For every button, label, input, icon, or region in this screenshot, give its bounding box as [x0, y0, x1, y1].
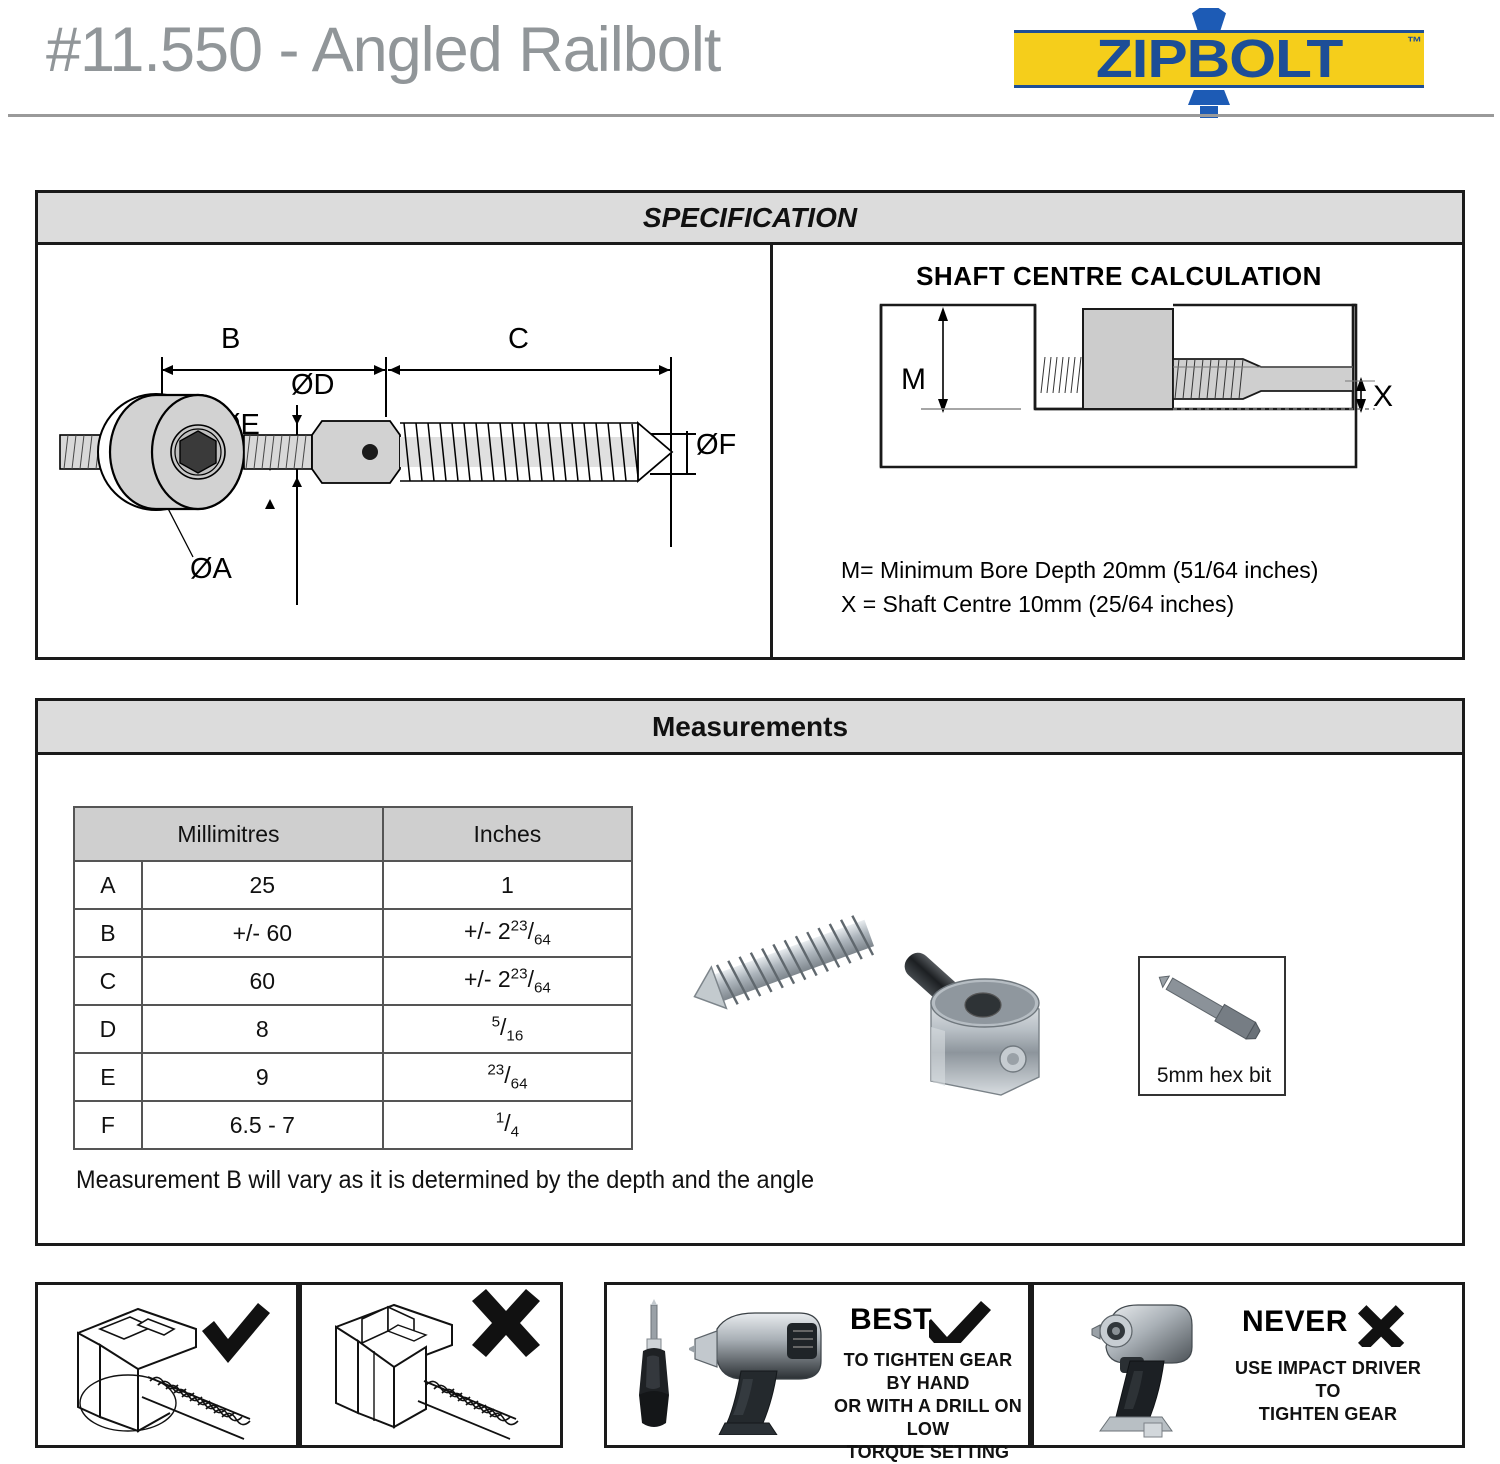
dim-line-b [161, 369, 385, 371]
shaft-note-m: M= Minimum Bore Depth 20mm (51/64 inches… [841, 557, 1319, 583]
cell-inches: 23/64 [381, 1052, 634, 1102]
ext-line-b-right [385, 357, 387, 417]
measurements-header: Measurements [38, 701, 1462, 755]
ext-line-f [686, 431, 688, 475]
row-label: E [73, 1052, 143, 1102]
logo-band [1014, 30, 1424, 88]
bolt-head-bottom-icon [1188, 90, 1230, 105]
shaft-centre-diagram [879, 303, 1375, 469]
cell-millimitres: 8 [140, 1004, 384, 1054]
cell-millimitres: 9 [140, 1052, 384, 1102]
best-caption: TO TIGHTEN GEAR BY HAND OR WITH A DRILL … [834, 1350, 1022, 1463]
row-label: B [73, 908, 143, 958]
page-title: #11.550 - Angled Railbolt [46, 15, 721, 85]
cross-icon [1358, 1305, 1405, 1347]
dimension-label-b: B [221, 323, 241, 355]
best-word: BEST [850, 1303, 933, 1336]
row-label: C [73, 956, 143, 1006]
column-header-millimitres: Millimitres [73, 806, 384, 862]
barrel-nut-wrong-illustration [335, 1289, 540, 1440]
product-photo [693, 915, 1040, 1096]
zipbolt-logo: ZIPBOLT ™ [1014, 8, 1424, 118]
dimension-label-a: ØA [190, 553, 232, 585]
specification-panel: SPECIFICATION B C ØD ØE ØA ØF [35, 190, 1465, 660]
measurements-heading-label: Measurements [651, 710, 849, 742]
cell-inches: 1 [381, 860, 634, 910]
header-divider [8, 114, 1494, 117]
specification-divider [770, 245, 773, 657]
bolt-geometry [59, 393, 674, 511]
screwdriver-icon [639, 1299, 669, 1427]
hex-bit-label: 5mm hex bit [1156, 1064, 1272, 1087]
cell-inches: 1/4 [381, 1100, 634, 1150]
cell-inches: 5/16 [381, 1004, 634, 1054]
specification-heading-label: SPECIFICATION [642, 201, 858, 233]
hex-bit-box: 5mm hex bit [1138, 956, 1286, 1096]
shaft-label-m: M [901, 363, 926, 396]
ext-line-d [296, 405, 298, 605]
ref-line-f-bottom [650, 473, 696, 475]
row-label: D [73, 1004, 143, 1054]
impact-driver-icon [1091, 1304, 1193, 1438]
table-row: B+/- 60+/- 223/64 [73, 908, 634, 958]
dimension-label-d: ØD [291, 369, 335, 401]
page-header: #11.550 - Angled Railbolt ZIPBOLT ™ [0, 0, 1500, 118]
dim-arrow-c-right [659, 365, 670, 375]
dim-arrow-b-left [162, 365, 173, 375]
bolt-head-top-icon [1192, 8, 1226, 30]
cell-millimitres: 60 [140, 956, 384, 1006]
logo-wordmark: ZIPBOLT [1095, 29, 1343, 89]
shaft-label-x: X [1373, 380, 1394, 413]
column-header-inches: Inches [381, 806, 634, 862]
barrel-nut-correct-illustration [77, 1303, 270, 1440]
row-label: A [73, 860, 143, 910]
drill-icon [689, 1312, 822, 1435]
never-word: NEVER [1242, 1305, 1348, 1338]
best-practice-panel: BEST TO TIGHTEN GEAR BY HAND OR WITH A D… [604, 1282, 1031, 1462]
dim-arrow-d-top [292, 415, 302, 425]
shaft-centre-panel: SHAFT CENTRE CALCULATION [773, 245, 1465, 657]
dimension-label-c: C [508, 323, 529, 355]
ref-line-f-top [650, 433, 696, 435]
dim-line-c [388, 369, 670, 371]
dim-arrow-c-left [389, 365, 400, 375]
table-header-row: Millimitres Inches [73, 806, 634, 862]
orientation-wrong-panel [299, 1282, 563, 1448]
dim-arrow-b-right [374, 365, 385, 375]
cell-inches: +/- 223/64 [381, 956, 634, 1006]
shaft-note-x: X = Shaft Centre 10mm (25/64 inches) [841, 591, 1235, 617]
specification-header: SPECIFICATION [38, 193, 1462, 245]
hex-bit-icon [1158, 975, 1261, 1040]
orientation-correct-panel [35, 1282, 299, 1448]
measurements-note: Measurement B will vary as it is determi… [76, 1166, 815, 1194]
never-panel: NEVER USE IMPACT DRIVER TO TIGHTEN GEAR [1031, 1282, 1465, 1448]
cell-millimitres: 25 [140, 860, 384, 910]
dim-arrow-e-bottom [265, 499, 275, 509]
never-caption: USE IMPACT DRIVER TO TIGHTEN GEAR [1234, 1358, 1422, 1425]
trademark-symbol: ™ [1407, 34, 1422, 51]
shaft-centre-heading: SHAFT CENTRE CALCULATION [916, 261, 1322, 291]
dimension-label-f: ØF [696, 429, 737, 461]
cell-inches: +/- 223/64 [381, 908, 634, 958]
bolt-dimension-drawing: B C ØD ØE ØA ØF [38, 245, 770, 657]
row-label: F [73, 1100, 143, 1150]
check-icon [929, 1301, 991, 1343]
dim-arrow-d-bottom [292, 477, 302, 487]
cell-millimitres: 6.5 - 7 [140, 1100, 384, 1150]
cell-millimitres: +/- 60 [140, 908, 384, 958]
